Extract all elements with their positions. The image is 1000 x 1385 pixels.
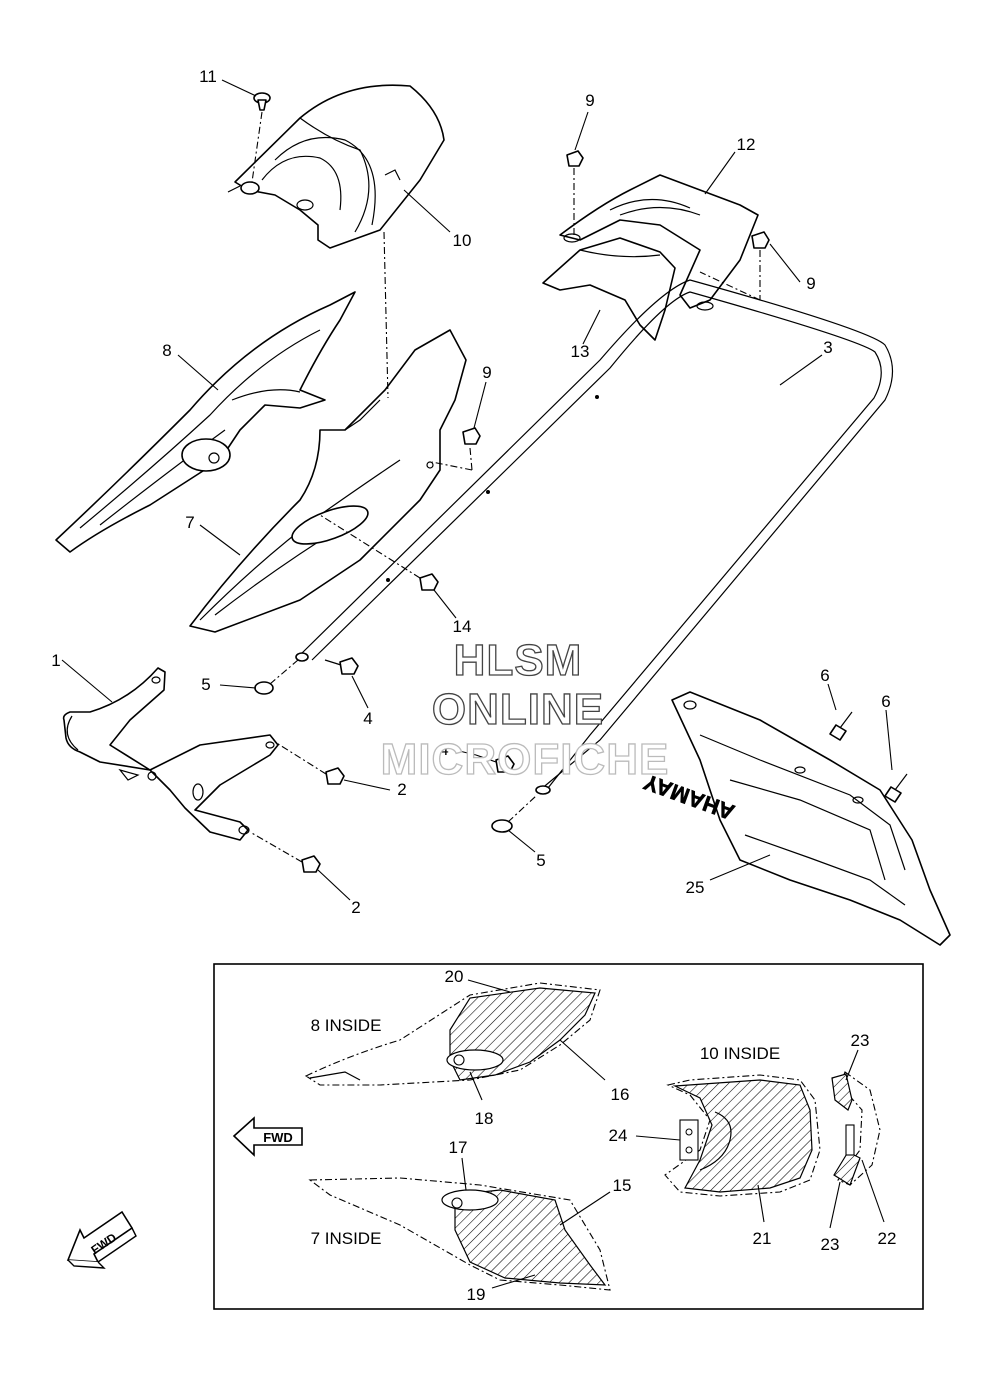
lead-16 [559, 1039, 606, 1081]
callout-9-right: 9 [806, 274, 815, 293]
tail-cover-part-12 [559, 174, 759, 311]
callout-25: 25 [686, 878, 705, 897]
inset-callout-23-top: 23 [851, 1031, 870, 1050]
inset-label-7-inside: 7 INSIDE [311, 1229, 382, 1248]
callout-5-right: 5 [536, 851, 545, 870]
lead-23-top [845, 1049, 859, 1081]
callout-2-lower: 2 [351, 898, 360, 917]
lead-23-bottom [829, 1181, 841, 1229]
watermark-line-1: HLSM [454, 636, 583, 685]
corner-fwd-arrow-icon [66, 1210, 137, 1269]
callout-5-left: 5 [201, 675, 210, 694]
bolt-part-4-right [475, 754, 515, 773]
lead-24 [635, 1135, 681, 1141]
bolt-part-2-upper [274, 741, 345, 785]
inset-callout-18: 18 [475, 1109, 494, 1128]
callout-6-right: 6 [881, 692, 890, 711]
callout-9-side: 9 [482, 363, 491, 382]
inset-part-22-23 [831, 1071, 881, 1186]
callout-7: 7 [185, 513, 194, 532]
bolt-part-4-left [324, 657, 359, 675]
fwd-arrow-icon [232, 1116, 303, 1157]
dash-10-to-7 [383, 231, 389, 399]
skid-guard-part-25: YAMAHA [640, 691, 951, 946]
side-cover-part-8 [55, 291, 356, 553]
grab-bar-part-3 [295, 279, 894, 795]
callout-leaders [61, 79, 893, 901]
inset-callout-21: 21 [753, 1229, 772, 1248]
watermark-line-2: ONLINE [432, 685, 604, 734]
lead-19 [491, 1274, 536, 1289]
side-cover-part-7 [189, 329, 467, 633]
lead-21 [757, 1184, 765, 1223]
dash-5-right [507, 795, 537, 823]
inset-callout-22: 22 [878, 1229, 897, 1248]
lead-15 [559, 1191, 611, 1226]
callout-14: 14 [453, 617, 472, 636]
callout-11: 11 [199, 67, 217, 86]
lead-18 [469, 1071, 483, 1101]
lead-17 [461, 1157, 467, 1191]
inset-box [213, 963, 924, 1310]
callout-2-upper: 2 [397, 780, 406, 799]
callout-4-right: 4 [439, 740, 448, 759]
bolt-part-2-lower [249, 831, 321, 873]
dash-5-left [269, 659, 299, 685]
inset-callout-24: 24 [609, 1126, 628, 1145]
inset-part-7-inside [308, 1177, 611, 1291]
inset-part-10-inside [664, 1074, 821, 1197]
inset-callout-16: 16 [611, 1085, 630, 1104]
callout-8: 8 [162, 341, 171, 360]
inset-label-10-inside: 10 INSIDE [700, 1044, 780, 1063]
callout-9-top: 9 [585, 91, 594, 110]
clip-part-9-top [566, 150, 584, 235]
callout-1: 1 [51, 651, 60, 670]
callout-10: 10 [453, 231, 472, 250]
lead-22 [861, 1159, 885, 1223]
callout-4-left: 4 [363, 709, 372, 728]
seat-cowl-part-10 [227, 84, 445, 249]
inset-label-8-inside: 8 INSIDE [311, 1016, 382, 1035]
callout-12: 12 [737, 135, 756, 154]
cap-part-5-right [491, 819, 513, 833]
clip-part-9-side [431, 427, 481, 471]
rivet-part-6-right [884, 773, 908, 803]
clip-part-9-right [699, 231, 770, 301]
inset-callout-20: 20 [445, 967, 464, 986]
inset-callout-15: 15 [613, 1176, 632, 1195]
inset-callout-17: 17 [449, 1138, 468, 1157]
watermark-line-3: MICROFICHE [381, 735, 670, 784]
callout-3: 3 [823, 338, 832, 357]
inset-callout-23-bottom: 23 [821, 1235, 840, 1254]
bolt-part-14 [319, 514, 439, 591]
screw-part-11 [251, 92, 271, 183]
inset-callout-19: 19 [467, 1285, 486, 1304]
tail-bracket-part-13 [542, 237, 676, 341]
rear-bracket-part-1 [62, 667, 279, 841]
inset-part-8-inside [304, 982, 601, 1086]
callout-6-left: 6 [820, 666, 829, 685]
rivet-part-6-left [829, 711, 853, 741]
lead-20 [467, 979, 511, 993]
callout-13: 13 [571, 342, 590, 361]
inset-fwd-label: FWD [263, 1130, 293, 1145]
